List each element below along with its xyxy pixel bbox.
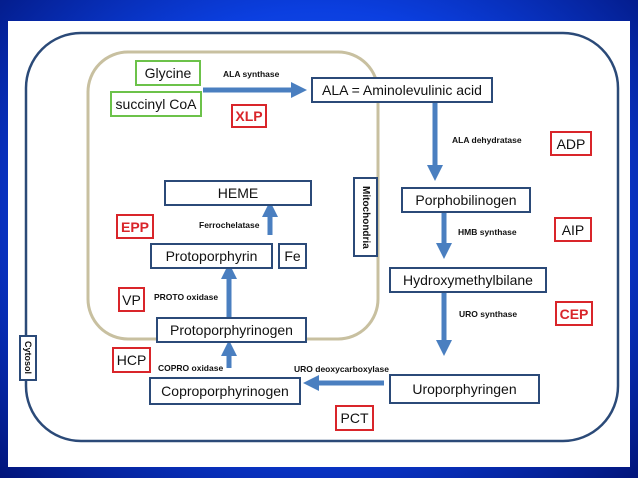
glycine-box: Glycine [135, 60, 201, 86]
disease-pct: PCT [335, 405, 374, 431]
fe-box: Fe [278, 243, 307, 269]
ala-label: ALA = Aminolevulinic acid [322, 82, 482, 98]
uroporphyrinogen-label: Uroporphyringen [412, 381, 517, 397]
disease-hcp: HCP [112, 347, 151, 373]
porphobilinogen-label: Porphobilinogen [415, 192, 517, 208]
hydroxymethylbilane-box: Hydroxymethylbilane [389, 267, 547, 293]
uroporphyrinogen-box: Uroporphyringen [389, 374, 540, 404]
disease-xlp-label: XLP [235, 108, 263, 124]
enzyme-copro-oxidase: COPRO oxidase [158, 363, 224, 373]
fe-label: Fe [284, 248, 301, 264]
enzyme-ala-dehydratase: ALA dehydratase [452, 135, 522, 145]
disease-aip: AIP [554, 217, 592, 242]
heme-box: HEME [164, 180, 312, 206]
mitochondria-label-box: Mitochondria [353, 177, 378, 257]
succinyl-coa-box: succinyl CoA [110, 91, 202, 117]
enzyme-proto-oxidase: PROTO oxidase [154, 292, 219, 302]
enzyme-ferrochelatase: Ferrochelatase [199, 220, 260, 230]
hydroxymethylbilane-label: Hydroxymethylbilane [403, 272, 533, 288]
protoporphyrin-box: Protoporphyrin [150, 243, 273, 269]
porphobilinogen-box: Porphobilinogen [401, 187, 531, 213]
disease-hcp-label: HCP [116, 352, 147, 368]
cytosol-boundary [24, 31, 620, 443]
enzyme-ala-synthase: ALA synthase [223, 69, 280, 79]
disease-adp: ADP [550, 131, 592, 156]
enzyme-uro-decarboxylase: URO deoxycarboxylase [294, 364, 389, 374]
protoporphyrin-label: Protoporphyrin [165, 248, 258, 264]
disease-vp-label: VP [122, 291, 141, 308]
disease-epp-label: EPP [120, 218, 149, 235]
disease-epp: EPP [116, 214, 154, 239]
disease-aip-label: AIP [561, 221, 585, 238]
mitochondria-label: Mitochondria [360, 185, 371, 249]
cytosol-label: Cytosol [23, 341, 33, 375]
enzyme-uro-synthase: URO synthase [459, 309, 518, 319]
disease-xlp: XLP [231, 104, 267, 128]
ala-box: ALA = Aminolevulinic acid [311, 77, 493, 103]
coproporphyrinogen-box: Coproporphyrinogen [149, 377, 301, 405]
disease-adp-label: ADP [556, 135, 586, 152]
coproporphyrinogen-label: Coproporphyrinogen [161, 383, 289, 399]
slide: Glycine succinyl CoA ALA = Aminolevulini… [8, 21, 630, 467]
disease-pct-label: PCT [340, 410, 369, 426]
succinyl-coa-label: succinyl CoA [115, 96, 197, 112]
heme-label: HEME [217, 185, 259, 201]
protoporphyrinogen-label: Protoporphyrinogen [170, 322, 293, 338]
disease-cep-label: CEP [559, 305, 589, 322]
protoporphyrinogen-box: Protoporphyrinogen [156, 317, 307, 343]
enzyme-hmb-synthase: HMB synthase [458, 227, 517, 237]
disease-cep: CEP [555, 301, 593, 326]
glycine-label: Glycine [144, 65, 192, 81]
disease-vp: VP [118, 287, 145, 312]
cytosol-label-box: Cytosol [19, 335, 37, 381]
